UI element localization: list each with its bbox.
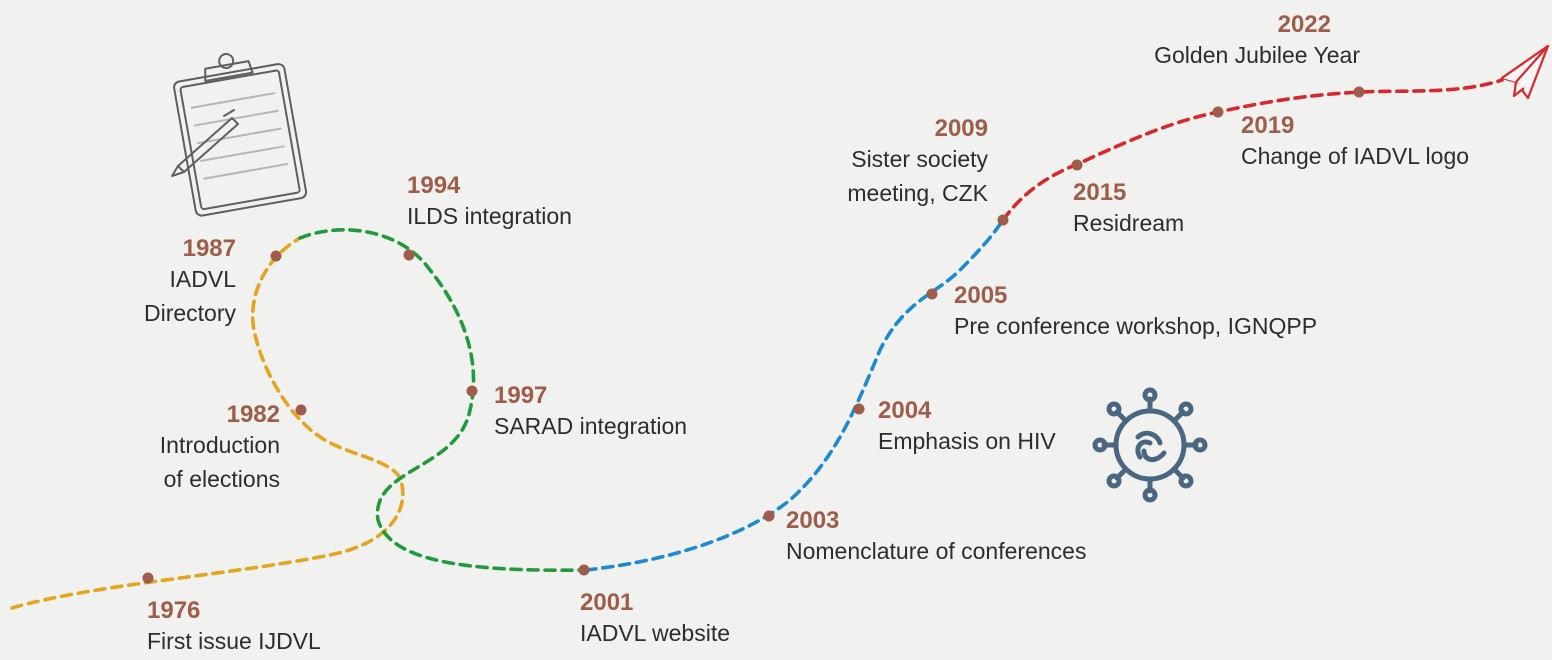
milestone-year: 1994 [407,172,461,199]
milestone-year: 2001 [580,589,633,616]
clipboard-icon [173,53,308,217]
milestone-dot [466,385,478,397]
pen-icon [171,109,239,177]
milestone-label: meeting, CZK [847,180,988,206]
milestone-label: Nomenclature of conferences [786,538,1086,564]
timeline-segment-1987-2001 [298,228,588,573]
milestone-year: 1997 [494,382,547,409]
milestone-label: IADVL website [580,620,730,646]
milestone-dot [403,249,415,261]
milestone-year: 2005 [954,282,1007,309]
milestone-label: Emphasis on HIV [878,428,1056,454]
timeline-segment-1976-1987 [10,236,405,610]
milestone-dot [853,403,865,415]
milestone-dot [1071,159,1083,171]
milestone-dot [763,510,775,522]
paper-plane-icon [1500,44,1550,100]
milestone-year: 2015 [1073,179,1126,206]
milestone-year: 2004 [878,397,932,424]
milestone-label: Golden Jubilee Year [1154,42,1360,68]
milestone-dot [578,564,590,576]
milestone-year: 1976 [147,597,200,624]
milestone-year: 2003 [786,507,839,534]
milestone-label: Introduction [160,432,280,458]
milestone-label: First issue IJDVL [147,628,321,654]
milestone-year: 2019 [1241,112,1294,139]
milestone-label: IADVL [170,266,237,292]
milestone-dot [295,404,307,416]
milestone-year: 2009 [935,115,988,142]
milestone-dot [1212,106,1224,118]
milestone-label: ILDS integration [407,203,572,229]
milestone-label: SARAD integration [494,413,687,439]
milestone-label: Sister society [851,146,988,172]
milestone-label: Pre conference workshop, IGNQPP [954,313,1317,339]
milestone-dot [997,214,1009,226]
milestone-year: 1982 [227,401,280,428]
milestone-label: Change of IADVL logo [1241,143,1469,169]
milestone-year: 2022 [1278,11,1331,38]
milestone-dot [270,250,282,262]
virus-icon [1092,387,1208,503]
milestone-dot [142,572,154,584]
milestone-label: of elections [164,466,280,492]
milestone-dot [926,288,938,300]
timeline-segment-2001-2009 [584,218,1005,572]
milestone-label: Residream [1073,210,1184,236]
milestone-year: 1987 [183,235,236,262]
milestone-dot [1353,86,1365,98]
milestone-label: Directory [144,300,237,326]
